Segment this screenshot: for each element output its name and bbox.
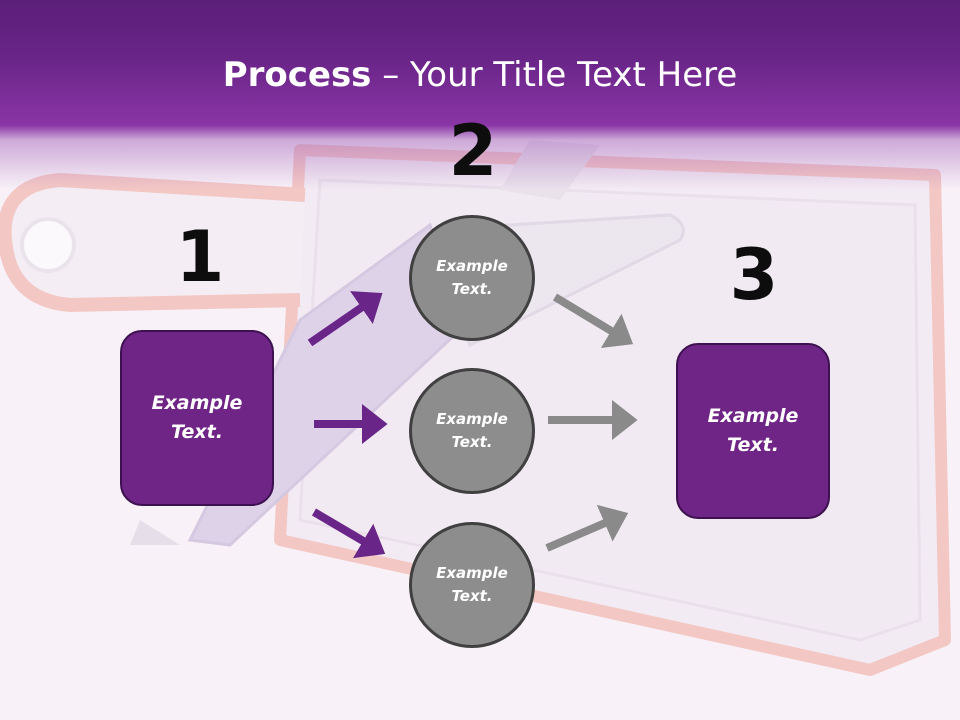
right-arrow-icon <box>311 508 386 559</box>
step-2-circle-top[interactable]: Example Text. <box>409 215 535 341</box>
step-2-circle-middle[interactable]: Example Text. <box>409 368 535 494</box>
circle-text: Example Text. <box>436 564 508 605</box>
circle-text: Example Text. <box>436 257 508 298</box>
right-arrow-icon <box>552 293 634 348</box>
step-number-3: 3 <box>729 234 779 316</box>
step-1-text: Example Text. <box>151 392 243 443</box>
title-strong: Process <box>222 55 372 95</box>
step-number-2: 2 <box>448 110 498 192</box>
right-arrow-icon <box>545 504 629 552</box>
title-banner <box>0 0 960 190</box>
step-3-box[interactable]: Example Text. <box>676 343 830 519</box>
step-1-box[interactable]: Example Text. <box>120 330 274 506</box>
right-arrow-icon <box>307 291 383 347</box>
step-2-circle-bottom[interactable]: Example Text. <box>409 522 535 648</box>
title-rest: – Your Title Text Here <box>371 55 738 95</box>
step-3-text: Example Text. <box>707 405 799 456</box>
circle-text: Example Text. <box>436 410 508 451</box>
page-title: Process – Your Title Text Here <box>0 52 960 98</box>
step-number-1: 1 <box>175 216 225 298</box>
